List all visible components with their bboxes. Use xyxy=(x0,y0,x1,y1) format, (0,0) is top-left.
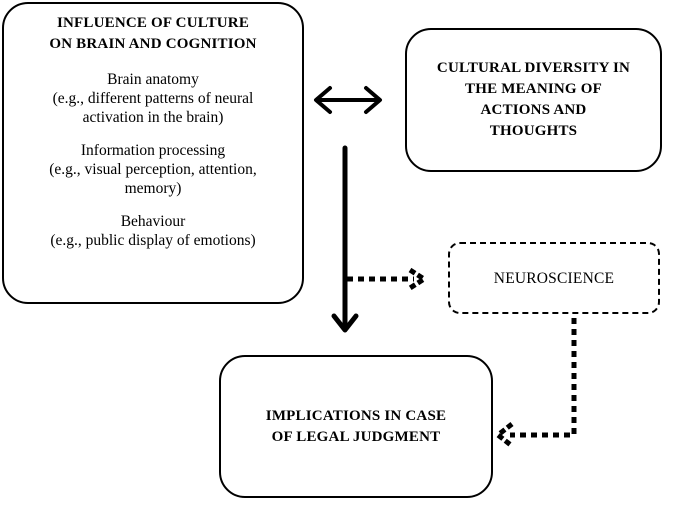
diversity-line3: ACTIONS AND xyxy=(480,102,587,118)
diversity-line2: THE MEANING OF xyxy=(465,81,602,97)
legal-line1: IMPLICATIONS IN CASE xyxy=(265,407,447,424)
dotted-arrow-to-legal xyxy=(493,318,577,448)
item-heading: Behaviour xyxy=(120,213,186,230)
legal-text: IMPLICATIONS IN CASE OF LEGAL JUDGMENT xyxy=(266,406,446,448)
bidirectional-arrow xyxy=(314,86,382,114)
legal-line2: OF LEGAL JUDGMENT xyxy=(271,428,441,445)
information-processing-item: Information processing (e.g., visual per… xyxy=(12,141,294,198)
item-detail-line1: (e.g., visual perception, attention, xyxy=(49,161,257,178)
culture-influence-box: INFLUENCE OF CULTURE ON BRAIN AND COGNIT… xyxy=(2,2,304,304)
diversity-line1: CULTURAL DIVERSITY IN xyxy=(436,60,631,76)
brain-anatomy-item: Brain anatomy (e.g., different patterns … xyxy=(12,70,294,127)
item-heading: Brain anatomy xyxy=(107,71,199,88)
neuroscience-box: NEUROSCIENCE xyxy=(448,242,660,314)
culture-box-title: INFLUENCE OF CULTURE ON BRAIN AND COGNIT… xyxy=(12,13,294,55)
item-detail-line1: (e.g., public display of emotions) xyxy=(50,232,256,249)
down-arrow-solid xyxy=(331,145,359,333)
legal-implications-box: IMPLICATIONS IN CASE OF LEGAL JUDGMENT xyxy=(219,355,493,498)
culture-title-line1: INFLUENCE OF CULTURE xyxy=(56,15,250,31)
behaviour-item: Behaviour (e.g., public display of emoti… xyxy=(12,212,294,250)
diversity-line4: THOUGHTS xyxy=(489,123,578,139)
item-heading: Information processing xyxy=(80,142,226,159)
neuroscience-label: NEUROSCIENCE xyxy=(493,269,615,287)
item-detail-line1: (e.g., different patterns of neural xyxy=(52,90,254,107)
item-detail-line2: activation in the brain) xyxy=(82,109,224,126)
culture-title-line2: ON BRAIN AND COGNITION xyxy=(49,36,257,52)
cultural-diversity-box: CULTURAL DIVERSITY IN THE MEANING OF ACT… xyxy=(405,28,662,172)
item-detail-line2: memory) xyxy=(124,180,182,197)
dotted-arrow-to-neuroscience xyxy=(347,267,429,291)
diversity-text: CULTURAL DIVERSITY IN THE MEANING OF ACT… xyxy=(437,58,630,142)
